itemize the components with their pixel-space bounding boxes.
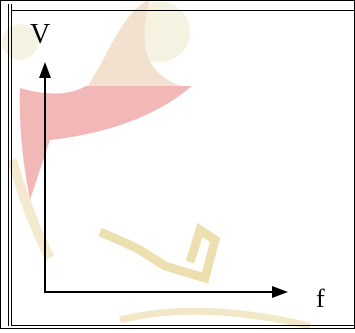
- watermark-gold-underline: [119, 307, 311, 330]
- watermark-red-band: [19, 86, 192, 200]
- x-axis-arrowhead: [272, 286, 288, 298]
- y-axis-label: V: [30, 19, 51, 50]
- watermark-swoosh-top: [88, 0, 182, 86]
- y-axis-arrowhead: [39, 62, 51, 78]
- watermark-gold-script: [98, 222, 221, 284]
- x-axis-label: f: [316, 284, 325, 313]
